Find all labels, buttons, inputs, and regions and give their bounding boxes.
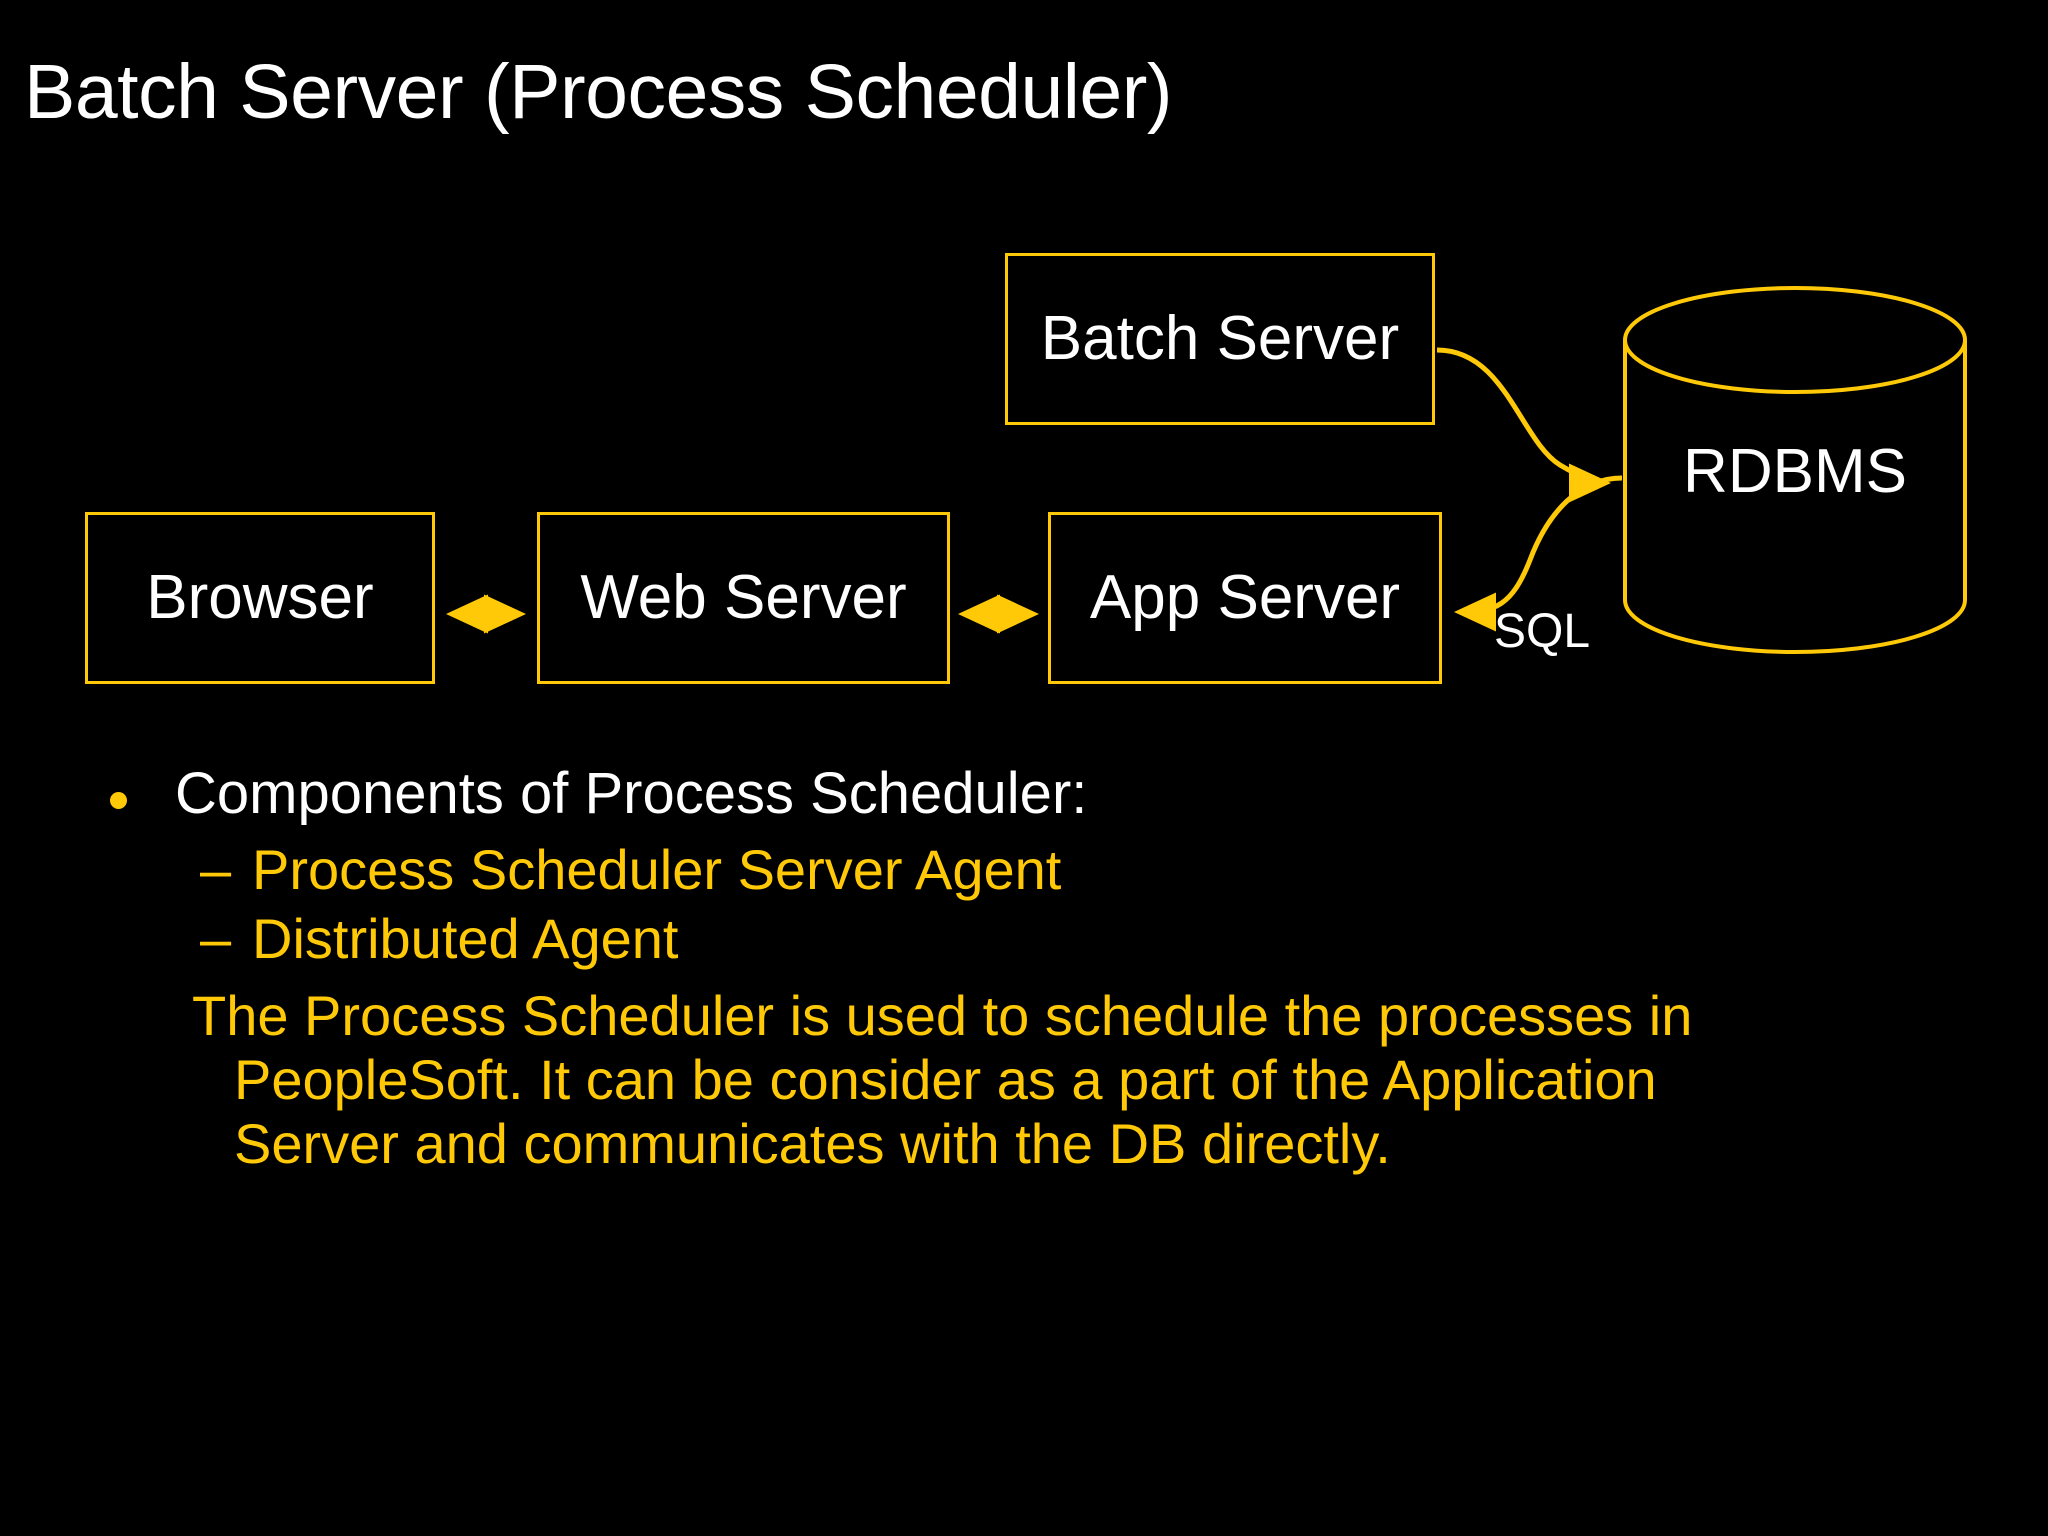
slide-body: Components of Process Scheduler: – Proce… (110, 761, 1990, 1176)
bullet-dash-icon: – (200, 837, 232, 901)
node-rdbms[interactable]: RDBMS (1625, 295, 1965, 647)
body-paragraph: The Process Scheduler is used to schedul… (192, 984, 1693, 1176)
bullet-dot-icon (110, 792, 127, 809)
page-title: Batch Server (Process Scheduler) (24, 49, 1173, 135)
node-app-server-label: App Server (1089, 563, 1401, 632)
edge-label-sql: SQL (1494, 605, 1591, 658)
edge-batch-server-rdbms (1436, 347, 1611, 503)
node-web-server-label: Web Server (580, 563, 907, 632)
edge-rdbms-app-server (1453, 475, 1623, 632)
node-app-server[interactable]: App Server (1048, 512, 1442, 684)
bullet-dash-icon: – (200, 906, 232, 970)
node-web-server[interactable]: Web Server (537, 512, 950, 684)
bullet-level2-text: Distributed Agent (252, 906, 679, 970)
bullet-item-level1: Components of Process Scheduler: (110, 761, 1990, 827)
bullet-level1-text: Components of Process Scheduler: (175, 761, 1088, 826)
bullet-item-level2: – Distributed Agent (200, 906, 1990, 971)
node-rdbms-label: RDBMS (1683, 436, 1907, 506)
node-batch-server-label: Batch Server (1040, 304, 1400, 373)
node-browser[interactable]: Browser (85, 512, 435, 684)
node-batch-server[interactable]: Batch Server (1005, 253, 1435, 425)
node-browser-label: Browser (146, 563, 374, 632)
bullet-level2-text: Process Scheduler Server Agent (252, 837, 1062, 901)
bullet-item-level2: – Process Scheduler Server Agent (200, 837, 1990, 902)
